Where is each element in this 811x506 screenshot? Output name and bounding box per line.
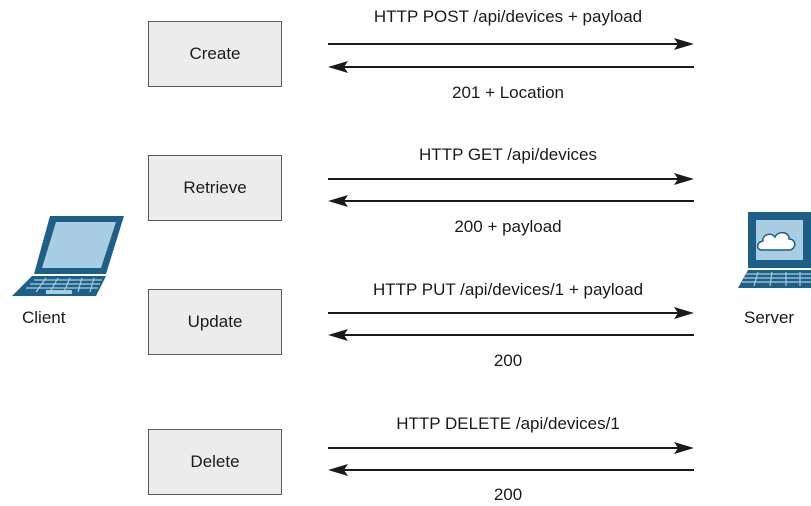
- response-label: 200: [493, 351, 523, 370]
- request-arrow: [328, 307, 694, 319]
- client-label: Client: [22, 308, 66, 327]
- response-arrow: [328, 61, 694, 73]
- response-label: 200: [493, 485, 523, 504]
- server-cloud-icon: [738, 212, 811, 288]
- request-arrow: [328, 173, 694, 185]
- response-label: 200 + payload: [454, 217, 562, 236]
- operation-box-retrieve: Retrieve: [148, 155, 282, 221]
- response-label: 201 + Location: [451, 83, 565, 102]
- request-label: HTTP PUT /api/devices/1 + payload: [372, 280, 644, 299]
- laptop-icon: [12, 216, 124, 296]
- response-arrow: [328, 329, 694, 341]
- request-label: HTTP GET /api/devices: [419, 145, 597, 164]
- response-arrow: [328, 195, 694, 207]
- operation-box-update: Update: [148, 289, 282, 355]
- server-label: Server: [744, 308, 795, 327]
- request-label: HTTP POST /api/devices + payload: [373, 7, 643, 26]
- response-arrow: [328, 464, 694, 476]
- request-arrow: [328, 442, 694, 454]
- operation-box-create: Create: [148, 21, 282, 87]
- request-arrow: [328, 38, 694, 50]
- operation-box-delete: Delete: [148, 429, 282, 495]
- request-label: HTTP DELETE /api/devices/1: [396, 414, 620, 433]
